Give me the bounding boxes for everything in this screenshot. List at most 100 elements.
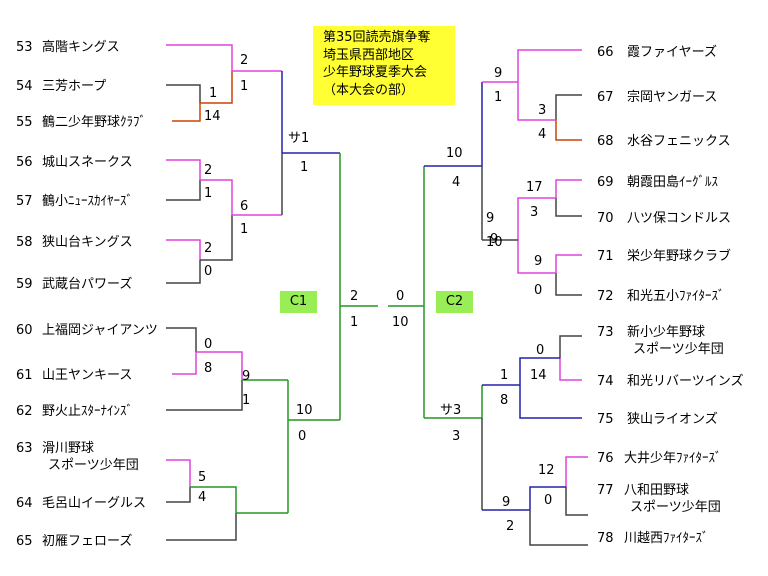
group-label-left: C1 [280,291,317,313]
line-75 [519,385,582,419]
team-70-name: 八ツ保コンドルス [627,211,731,226]
team-66-name: 霞ファイヤーズ [627,44,717,60]
team-63-name: 滑川野球 [42,441,94,456]
line-57 [166,180,201,201]
score: 9 [490,232,498,247]
line-53 [166,44,233,71]
team-64-no: 64 [16,496,33,511]
team-66-no: 66 [597,45,614,60]
final-right-score: 0 [396,289,404,304]
team-61-name: 山王ヤンキース [42,368,132,383]
line-67-68-winner [517,82,556,121]
score: 2 [506,519,514,534]
line-78 [529,510,588,546]
score: 0 [534,283,542,298]
team-77-name2: スポーツ少年団 [630,500,721,515]
line-54-55-winner [200,71,233,104]
line-71-72-winner [517,240,556,274]
score: 9 [242,369,250,384]
team-68-no: 68 [597,134,614,149]
tournament-title: 第35回読売旗争奪 埼玉県西部地区 少年野球夏季大会 （本大会の部） [313,26,455,105]
score: 0 [536,343,544,358]
team-59-no: 59 [16,277,33,292]
line-59 [166,260,201,284]
semi-left-label-score: 1 [300,160,308,175]
line-77 [565,487,588,516]
team-67-name: 宗岡ヤンガース [627,89,717,105]
score: 1 [240,79,248,94]
team-69-name: 朝霞田島ｲｰｸﾞﾙｽ [627,175,719,190]
score: 14 [204,109,221,124]
team-77-name: 八和田野球 [624,483,689,498]
team-78-no: 78 [597,531,614,546]
left-teams: 53 高階キングス 54 三芳ホープ 55 鶴二少年野球ｸﾗﾌﾞ 56 城山スネ… [16,39,158,549]
right-bracket-lines [388,49,588,546]
score: 2 [204,241,212,256]
score: 8 [204,361,212,376]
score: 0 [204,337,212,352]
score: 0 [204,264,212,279]
team-53-no: 53 [16,40,33,55]
team-54-name: 三芳ホープ [42,79,106,94]
team-73-no: 73 [597,325,614,340]
line-60 [166,327,197,352]
score: 10 [296,403,313,418]
line-56 [166,159,201,180]
final-left-score: 2 [350,289,358,304]
score: 3 [538,103,546,118]
line-64 [166,487,191,503]
line-69-70-winner [517,197,556,240]
right-scores: 9 1 3 4 17 3 9 9 0 9 10 10 4 0 14 1 8 12… [392,66,555,534]
line-60-61-winner [196,351,243,380]
team-53-name: 高階キングス [42,39,120,55]
final-left-score2: 1 [350,315,358,330]
team-57-name: 鶴小ﾆｭｰｽｶｲﾔｰｽﾞ [42,193,133,209]
score-sr-69-72: 9 [486,211,494,226]
team-64-name: 毛呂山イーグルス [42,496,146,511]
score: 4 [198,490,206,505]
score: 12 [538,463,555,478]
score: 1 [242,393,250,408]
line-61 [172,352,197,375]
line-76 [565,456,588,487]
semi-right-top-score2: 4 [452,175,460,190]
team-63-no: 63 [16,441,33,456]
left-scores: 2 1 1 14 2 1 6 1 2 0 0 8 9 1 10 0 5 4 サ1… [198,53,358,505]
team-56-no: 56 [16,155,33,170]
team-58-no: 58 [16,235,33,250]
line-74 [559,358,582,381]
team-55-no: 55 [16,115,33,130]
team-75-no: 75 [597,412,614,427]
score-sr-69-72b: 10 [486,235,503,250]
line-63 [166,459,191,487]
score: 2 [204,163,212,178]
team-76-name: 大井少年ﾌｧｲﾀｰｽﾞ [624,451,722,466]
line-67 [555,94,582,120]
score: 9 [494,66,502,81]
score: 0 [544,493,552,508]
team-77-no: 77 [597,483,614,498]
line-54 [166,84,201,103]
team-68-name: 水谷フェニックス [627,134,731,149]
team-65-name: 初雁フェローズ [42,533,132,549]
score: 2 [240,53,248,68]
team-54-no: 54 [16,79,33,94]
score: 1 [204,186,212,201]
score: 0 [298,429,306,444]
group-label-right: C2 [436,291,473,313]
score: 14 [530,368,547,383]
semi-right-label-score: 3 [452,429,460,444]
team-65-no: 65 [16,534,33,549]
semi-right-top-score: 10 [446,146,463,161]
score: 9 [502,495,510,510]
team-62-no: 62 [16,404,33,419]
line-76-77-winner [529,486,566,510]
team-78-name: 川越西ﾌｧｲﾀｰｽﾞ [624,531,709,546]
line-70 [555,198,582,217]
left-bracket-lines [166,44,378,541]
line-68 [555,120,582,141]
score: 5 [198,470,206,485]
score: 17 [526,180,543,195]
team-55-name: 鶴二少年野球ｸﾗﾌﾞ [42,114,146,130]
